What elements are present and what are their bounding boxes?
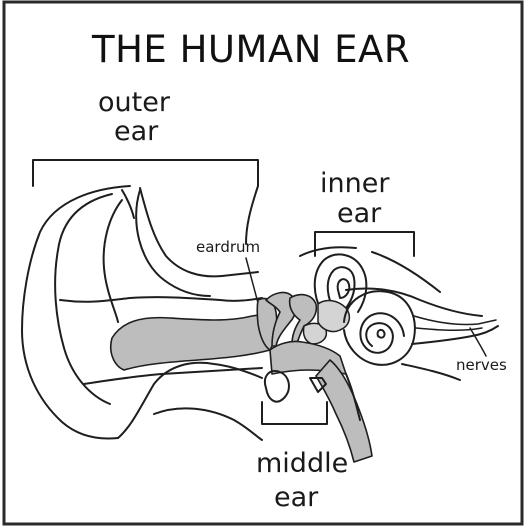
pinna-helix — [104, 200, 122, 322]
skull-outline — [122, 188, 258, 276]
pinna-inner-fold — [55, 194, 112, 404]
skull-outline-upper — [246, 186, 258, 244]
label-middle-ear-line2: ear — [274, 482, 319, 513]
cochlea-outer — [344, 291, 415, 365]
diagram-frame — [4, 2, 522, 524]
label-eardrum: eardrum — [196, 238, 260, 256]
diagram-title: THE HUMAN EAR — [91, 28, 410, 71]
eustachian-tube — [316, 360, 372, 462]
ear-canal — [111, 314, 270, 370]
skull-lower-right — [346, 364, 460, 420]
jaw-contour — [154, 408, 262, 440]
nerve-fiber-1 — [414, 316, 496, 325]
label-middle-ear-line1: middle — [256, 448, 348, 479]
label-inner-ear-line2: ear — [337, 198, 382, 229]
nerve-fiber-2 — [416, 328, 482, 330]
label-inner-ear-line1: inner — [320, 168, 390, 199]
ear-canal-upper-wall — [60, 297, 262, 302]
inner-ear-bracket — [315, 232, 414, 256]
label-outer-ear-line2: ear — [114, 116, 159, 147]
tube-small-loop — [265, 371, 289, 402]
label-nerves: nerves — [456, 356, 507, 374]
pinna-outline — [22, 186, 130, 438]
label-outer-ear-line1: outer — [98, 87, 171, 118]
lower-contour — [118, 363, 262, 438]
cochlea-spiral — [360, 313, 404, 353]
ear-canal-lower-wall — [84, 368, 262, 384]
cochlea-center — [378, 330, 385, 338]
skull-top-right — [300, 247, 440, 292]
semicircular-canal-loop — [338, 279, 350, 298]
outer-ear-bracket — [33, 160, 258, 186]
middle-ear-bracket — [262, 402, 327, 424]
